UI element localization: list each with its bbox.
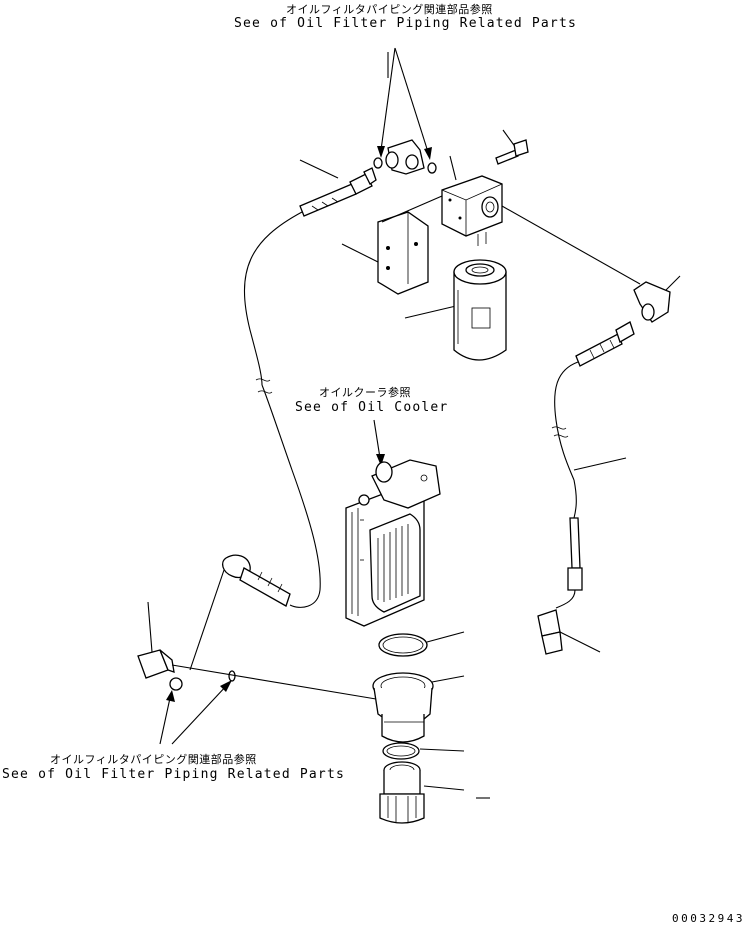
callout-bottom-jp: オイルフィルタパイピング関連部品参照 [50,753,257,766]
hose-left-lower [189,554,291,671]
adapter-lower [379,761,490,824]
o-ring-upper [378,631,465,657]
hose-right [551,321,635,609]
elbow-right [633,275,681,323]
o-ring-lower [382,742,465,760]
callout-cooler-jp: オイルクーラ参照 [319,386,411,399]
oil-cooler [345,419,441,627]
bracket [341,195,443,295]
bolt [495,129,529,165]
oil-filter-cartridge [404,259,507,361]
callout-top-jp: オイルフィルタパイピング関連部品参照 [286,3,493,16]
elbow-upper [373,139,437,175]
callout-bottom-en: See of Oil Filter Piping Related Parts [2,767,346,782]
top-callout-arrows [377,47,432,160]
adapter-housing [372,672,465,743]
drawing-number: 00032943 [672,912,745,925]
filter-head [441,155,641,285]
connector-right [537,609,601,655]
callout-top-en: See of Oil Filter Piping Related Parts [234,16,578,31]
callout-cooler-en: See of Oil Cooler [295,400,449,415]
connector-left [137,601,383,745]
hose-left-upper [243,159,377,608]
